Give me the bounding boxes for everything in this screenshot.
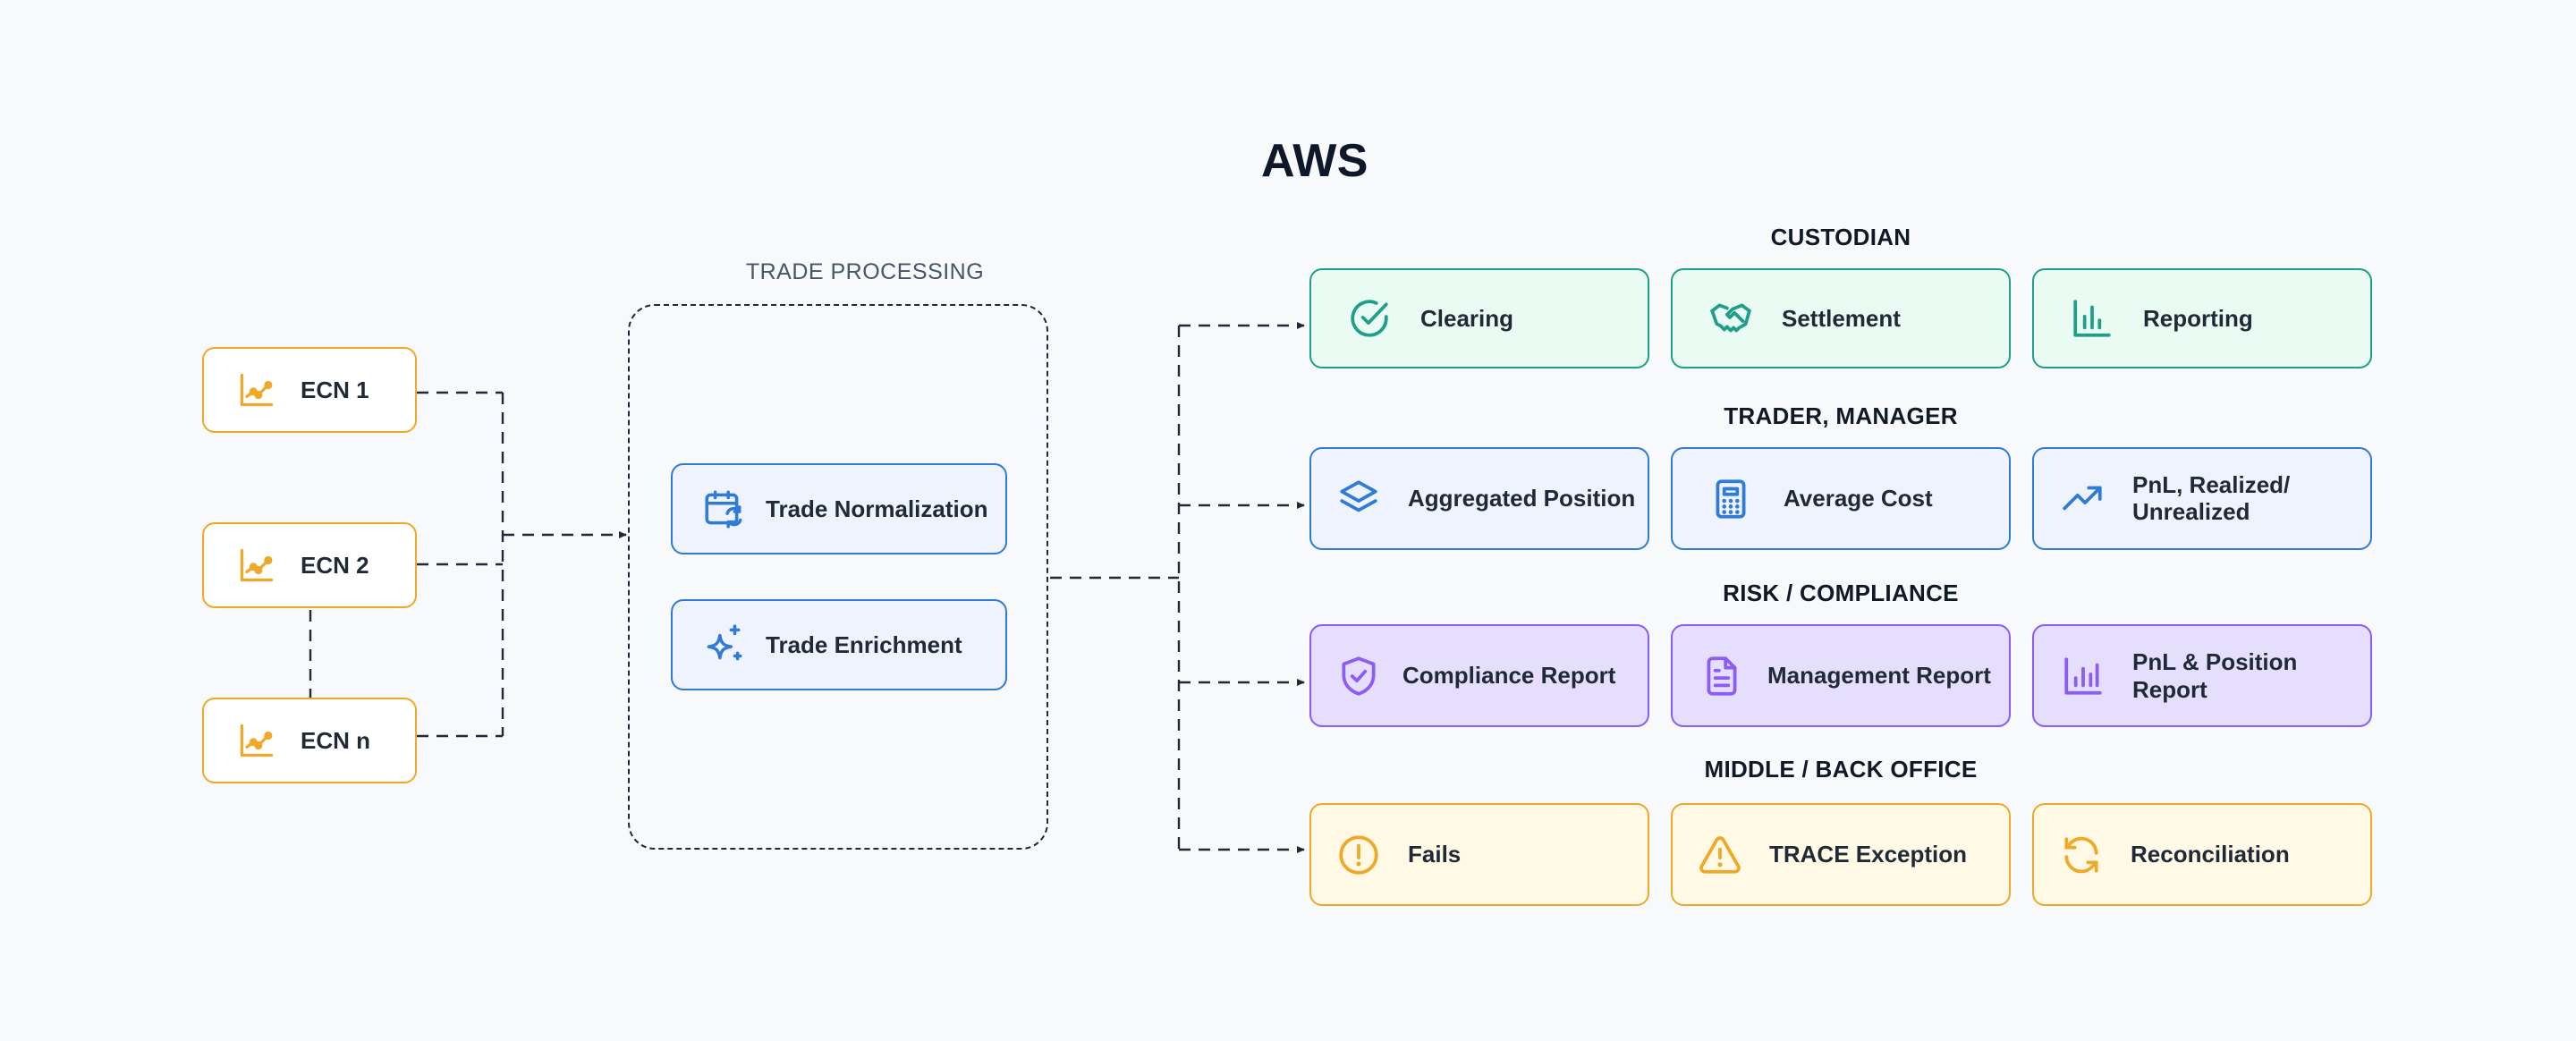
file-text-icon	[1699, 654, 1744, 698]
trade-processing-container	[628, 304, 1048, 850]
management-report-label: Management Report	[1767, 662, 1991, 689]
trade-enrichment-box[interactable]: Trade Enrichment	[671, 599, 1007, 690]
shield-check-icon	[1336, 654, 1381, 698]
aggregated-position-label: Aggregated Position	[1408, 485, 1636, 512]
fails-box[interactable]: Fails	[1309, 803, 1649, 906]
trace-exception-box[interactable]: TRACE Exception	[1671, 803, 2011, 906]
average-cost-label: Average Cost	[1784, 485, 1933, 512]
source-label: ECN 1	[301, 376, 369, 403]
average-cost-box[interactable]: Average Cost	[1671, 447, 2011, 550]
handshake-icon	[1708, 296, 1753, 341]
management-report-box[interactable]: Management Report	[1671, 624, 2011, 727]
pnl-position-report-label: PnL & Position Report	[2132, 647, 2298, 703]
source-ecn-1[interactable]: ECN 1	[202, 347, 417, 433]
calendar-sync-icon	[701, 487, 746, 531]
fails-label: Fails	[1408, 841, 1462, 868]
trade-enrichment-label: Trade Enrichment	[766, 631, 962, 658]
bar-chart-icon	[2070, 296, 2114, 341]
compliance-report-box[interactable]: Compliance Report	[1309, 624, 1649, 727]
source-label: ECN n	[301, 726, 370, 754]
reporting-box[interactable]: Reporting	[2032, 268, 2372, 368]
group-label-trader-manager: TRADER, MANAGER	[1724, 402, 1958, 429]
reconciliation-label: Reconciliation	[2131, 841, 2290, 868]
settlement-box[interactable]: Settlement	[1671, 268, 2011, 368]
clearing-label: Clearing	[1420, 304, 1514, 332]
source-ecn-n[interactable]: ECN n	[202, 698, 417, 783]
warning-triangle-icon	[1698, 833, 1742, 877]
pnl-realized-box[interactable]: PnL, Realized/ Unrealized	[2032, 447, 2372, 550]
layers-icon	[1336, 477, 1381, 521]
group-label-custodian: CUSTODIAN	[1770, 224, 1911, 250]
source-ecn-2[interactable]: ECN 2	[202, 522, 417, 608]
clearing-box[interactable]: Clearing	[1309, 268, 1649, 368]
calculator-icon	[1708, 477, 1753, 521]
chart-line-icon	[234, 543, 279, 588]
bar-chart-icon	[2061, 654, 2106, 698]
reconciliation-box[interactable]: Reconciliation	[2032, 803, 2372, 906]
source-label: ECN 2	[301, 551, 369, 579]
trace-exception-label: TRACE Exception	[1769, 841, 1968, 868]
pnl-position-report-box[interactable]: PnL & Position Report	[2032, 624, 2372, 727]
pnl-realized-label: PnL, Realized/ Unrealized	[2132, 470, 2291, 525]
chart-line-icon	[234, 718, 279, 763]
refresh-icon	[2059, 833, 2104, 877]
aggregated-position-box[interactable]: Aggregated Position	[1309, 447, 1649, 550]
reporting-label: Reporting	[2143, 304, 2253, 332]
trending-up-icon	[2061, 477, 2106, 521]
sparkles-icon	[701, 622, 746, 667]
group-label-middle-back-office: MIDDLE / BACK OFFICE	[1704, 756, 1978, 783]
trade-normalization-label: Trade Normalization	[766, 495, 988, 522]
check-circle-icon	[1347, 296, 1392, 341]
trade-normalization-box[interactable]: Trade Normalization	[671, 463, 1007, 554]
group-label-risk-compliance: RISK / COMPLIANCE	[1723, 580, 1959, 606]
settlement-label: Settlement	[1782, 304, 1901, 332]
page-title: AWS	[1261, 135, 1368, 187]
compliance-report-label: Compliance Report	[1402, 662, 1616, 689]
trade-processing-label: TRADE PROCESSING	[745, 259, 985, 284]
alert-circle-icon	[1336, 833, 1381, 877]
chart-line-icon	[234, 368, 279, 412]
